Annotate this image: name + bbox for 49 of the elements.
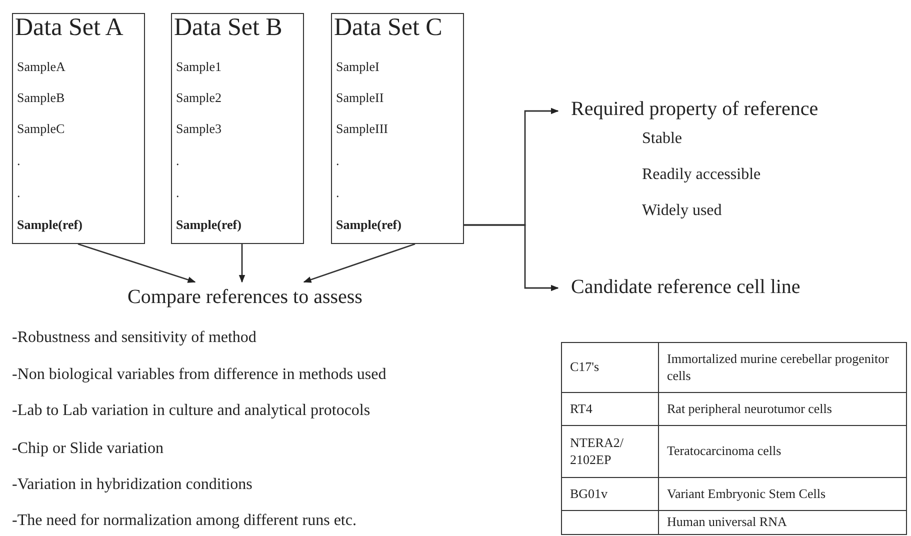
sample-label: Sample(ref) xyxy=(336,218,402,233)
sample-label: SampleII xyxy=(336,91,384,106)
table-cell: C17's xyxy=(562,342,658,392)
data-set-box xyxy=(331,13,464,244)
heading-text: Required property of reference xyxy=(571,98,818,121)
property-item: Stable xyxy=(642,130,682,148)
table-cell: BG01v xyxy=(562,478,658,510)
sample-label: Sample2 xyxy=(176,91,222,106)
arrow xyxy=(78,243,196,283)
sample-label: SampleI xyxy=(336,60,380,75)
sample-label: . xyxy=(17,186,20,201)
table-cell: Immortalized murine cerebellar progenitor cells xyxy=(658,342,906,392)
table-cell: Teratocarcinoma cells xyxy=(658,426,906,478)
sample-label: . xyxy=(176,186,180,201)
sample-label: . xyxy=(176,154,180,169)
arrow xyxy=(238,244,246,283)
sample-label: Sample(ref) xyxy=(176,218,242,233)
box-heading: Data Set A xyxy=(15,14,124,43)
sample-label: SampleC xyxy=(17,122,65,137)
table-cell: Rat peripheral neurotumor cells xyxy=(658,392,906,426)
box-heading: Data Set B xyxy=(174,14,282,43)
sample-label: Sample1 xyxy=(176,60,222,75)
arrow xyxy=(464,224,559,292)
heading-text: Candidate reference cell line xyxy=(571,276,800,299)
property-item: Readily accessible xyxy=(642,166,761,184)
bullet-text: -Lab to Lab variation in culture and analytical protocols xyxy=(12,401,370,420)
table-cell: Human universal RNA xyxy=(658,510,906,534)
bullet-text: -Robustness and sensitivity of method xyxy=(12,328,256,348)
sample-label: SampleB xyxy=(17,91,65,106)
bullet-text: -The need for normalization among different runs etc. xyxy=(12,511,356,530)
bullet-text: -Variation in hybridization conditions xyxy=(12,475,252,494)
table-cell: NTERA2/ 2102EP xyxy=(562,426,658,478)
sample-label: . xyxy=(17,154,20,169)
data-set-box xyxy=(171,13,304,244)
arrow xyxy=(303,243,416,283)
data-set-box xyxy=(12,13,145,244)
sample-label: SampleA xyxy=(17,60,66,75)
sample-label: . xyxy=(336,186,340,201)
sample-label: Sample3 xyxy=(176,122,222,137)
bullet-text: -Chip or Slide variation xyxy=(12,439,164,458)
sample-label: . xyxy=(336,154,340,169)
property-item: Widely used xyxy=(642,202,722,220)
bullet-text: -Non biological variables from difference in methods used xyxy=(12,365,386,384)
sample-label: SampleIII xyxy=(336,122,388,137)
box-heading: Data Set C xyxy=(334,14,442,43)
table-cell: Variant Embryonic Stem Cells xyxy=(658,478,906,510)
sample-label: Sample(ref) xyxy=(17,218,82,233)
table-cell: RT4 xyxy=(562,392,658,426)
heading-text: Compare references to assess xyxy=(126,286,364,309)
